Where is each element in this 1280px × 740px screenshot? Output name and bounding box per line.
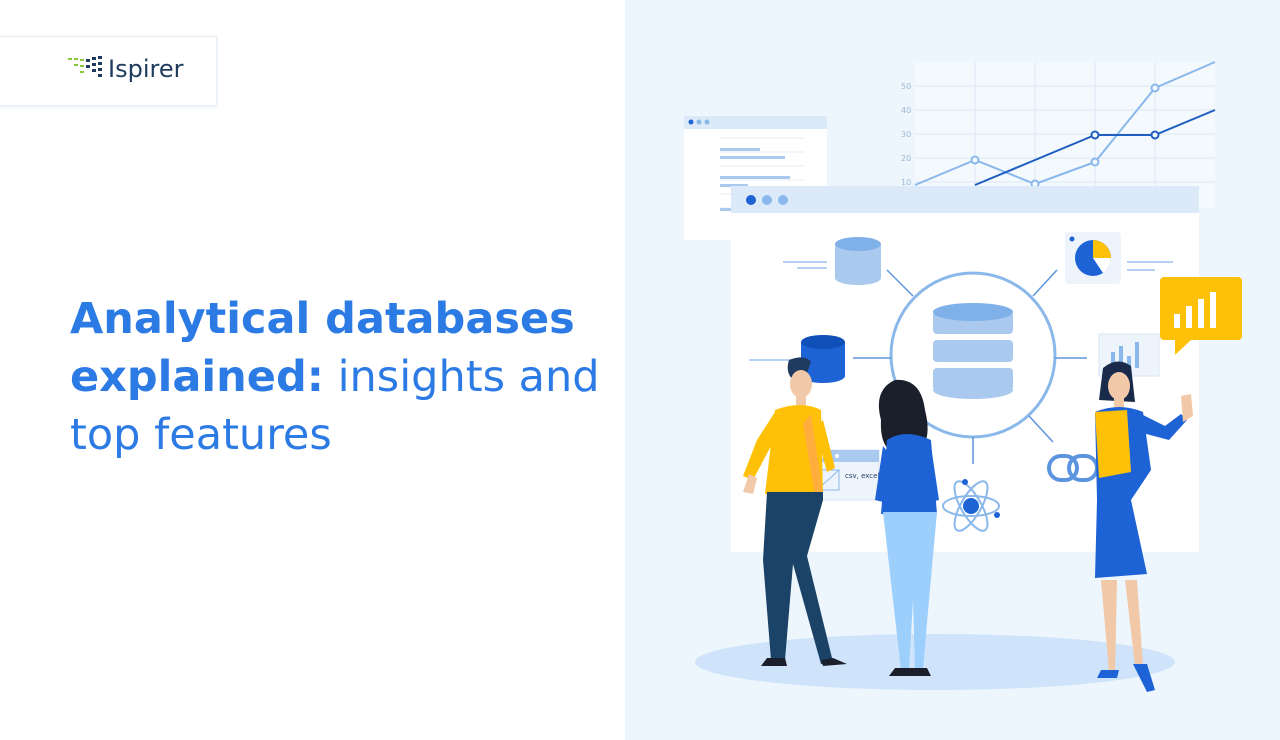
brand-name: Ispirer — [108, 55, 184, 83]
analytics-illustration: 50 40 30 20 10 — [684, 61, 1242, 692]
chart-axis-20: 20 — [901, 154, 911, 163]
bar-chart-bubble-icon — [1160, 277, 1242, 355]
page-title: Analytical databases explained: insights… — [70, 290, 610, 464]
logo-card — [0, 36, 217, 106]
file-label: csv, excel — [845, 472, 879, 480]
central-database — [889, 271, 1057, 439]
man-yellow-shirt — [743, 357, 847, 666]
chart-axis-30: 30 — [901, 130, 911, 139]
floor-shadow — [695, 634, 1175, 690]
ispirer-logo-icon — [68, 56, 102, 77]
chart-axis-40: 40 — [901, 106, 911, 115]
database-icon — [783, 237, 881, 285]
database-blue-icon — [749, 335, 845, 383]
woman-blue-top — [875, 379, 939, 676]
line-chart-card: 50 40 30 20 10 — [901, 61, 1216, 208]
title-regular: insights and top features — [70, 352, 600, 460]
atom-database-icon — [942, 479, 1000, 532]
chart-axis-10: 10 — [901, 178, 911, 187]
chart-axis-50: 50 — [901, 82, 911, 91]
pie-chart-icon — [1065, 232, 1173, 284]
woman-blue-dress — [1095, 361, 1193, 692]
title-bold: Analytical databases explained: — [70, 294, 575, 402]
